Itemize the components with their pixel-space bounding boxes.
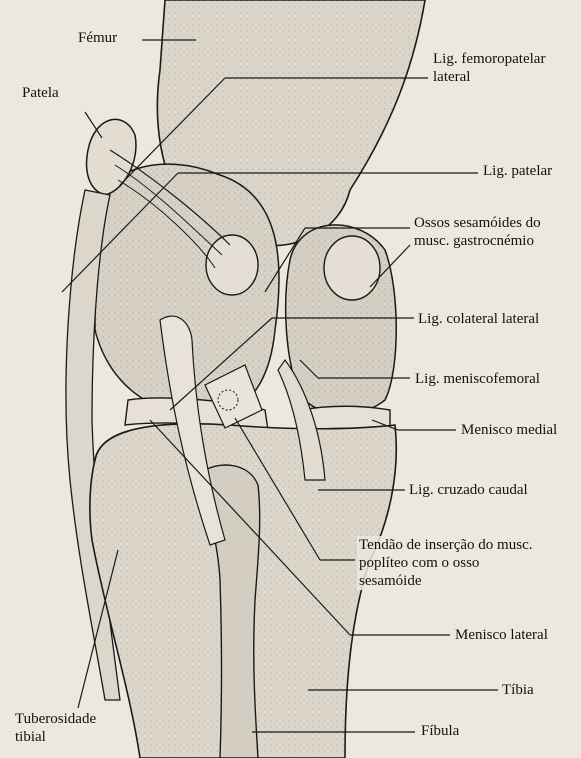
label-patela: Patela: [20, 84, 61, 102]
sesamoid-lateral: [206, 235, 258, 295]
label-tuberosidade: Tuberosidade tibial: [13, 710, 98, 746]
label-tendao: Tendão de inserção do musc. poplíteo com…: [357, 536, 534, 590]
label-lig-cruzado: Lig. cruzado caudal: [407, 481, 530, 499]
label-fibula: Fíbula: [419, 722, 461, 740]
label-lig-colateral: Lig. colateral lateral: [416, 310, 541, 328]
label-tibia: Tíbia: [500, 681, 536, 699]
label-femur: Fémur: [76, 29, 119, 47]
label-lig-patelar: Lig. patelar: [481, 162, 554, 180]
label-lig-meniscofemoral: Lig. meniscofemoral: [413, 370, 542, 388]
label-menisco-lateral: Menisco lateral: [453, 626, 550, 644]
label-menisco-medial: Menisco medial: [459, 421, 559, 439]
sesamoid-medial: [324, 236, 380, 300]
label-ossos-sesamoides: Ossos sesamóides do musc. gastrocnémio: [412, 214, 543, 250]
label-lig-femoropatelar: Lig. femoropatelar lateral: [431, 50, 547, 86]
